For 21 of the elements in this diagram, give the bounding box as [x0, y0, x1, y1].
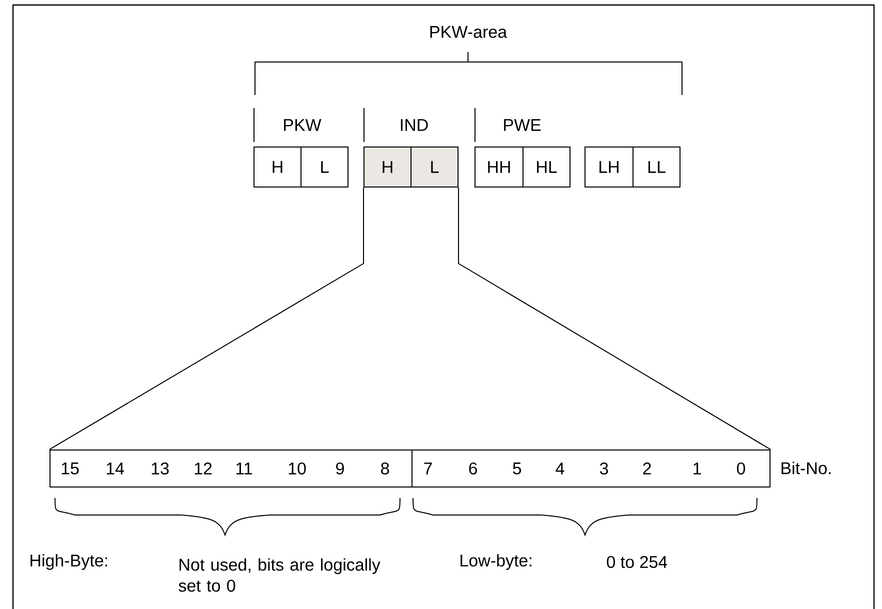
group-label: IND	[400, 119, 428, 131]
byte-label: High-Byte:	[30, 554, 107, 570]
byte-cell: HH	[474, 146, 524, 188]
byte-cell: H	[254, 146, 302, 188]
bit-number-label: Bit-No.	[782, 462, 831, 474]
byte-cell: HL	[522, 146, 570, 188]
expansion-line	[49, 187, 364, 450]
group-label: PKW	[284, 119, 322, 131]
byte-cell: LL	[632, 146, 680, 188]
description-text: 0 to 254	[606, 556, 668, 568]
expansion-line	[458, 187, 771, 450]
description-text: Not used, bits are logically set to 0	[178, 558, 380, 592]
byte-cell: L	[300, 146, 348, 188]
byte-cell: LH	[584, 146, 634, 188]
group-label: PWE	[504, 119, 541, 131]
byte-cell: L	[410, 146, 458, 188]
byte-cell: H	[364, 146, 412, 188]
bit-register: 15 14 13 12 11 10 9 8	[50, 450, 412, 488]
bit-register: 7 6 5 4 3 2 1 0	[412, 450, 770, 488]
byte-label: Low-byte:	[460, 554, 532, 570]
heading: PKW-area	[430, 26, 508, 38]
